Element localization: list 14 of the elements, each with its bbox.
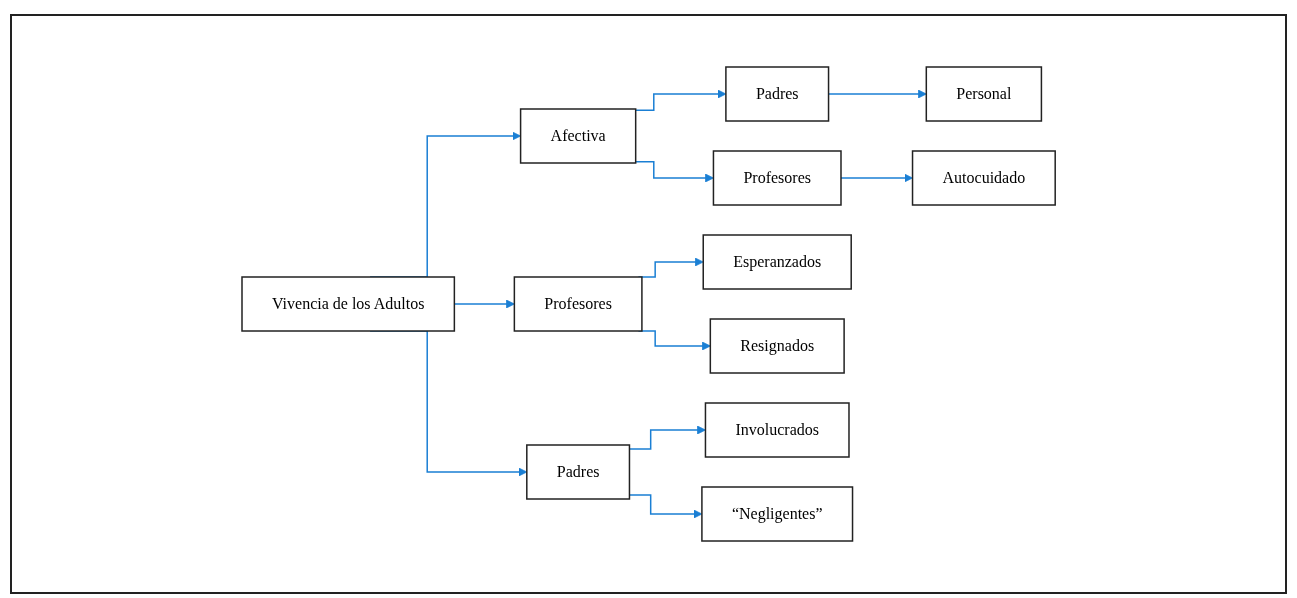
node-box: Profesores [712, 150, 842, 206]
node-box: “Negligentes” [701, 486, 854, 542]
node-box: Resignados [709, 318, 845, 374]
node-box: Personal [925, 66, 1043, 122]
node-box: Autocuidado [911, 150, 1056, 206]
arrow [634, 161, 714, 183]
node-box: Esperanzados [702, 234, 852, 290]
node-box: Involucrados [704, 402, 850, 458]
node-box: Afectiva [519, 108, 637, 164]
node-box: Padres [725, 66, 830, 122]
node-box: Padres [525, 444, 631, 500]
arrow [840, 173, 913, 183]
node-box: Profesores [513, 276, 643, 332]
node-box: Vivencia de los Adultos [241, 276, 455, 332]
